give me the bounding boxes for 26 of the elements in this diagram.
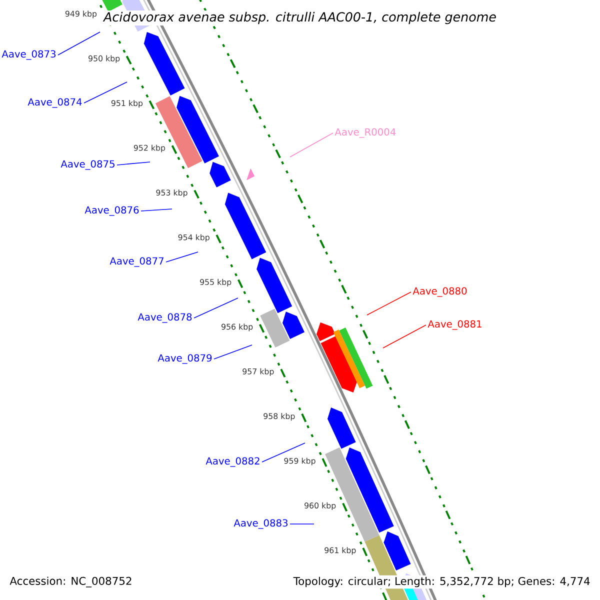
gene-label: Aave_0874 <box>28 98 82 108</box>
leader-line <box>382 324 426 348</box>
leader-line <box>194 298 238 318</box>
leader-line <box>262 442 306 462</box>
leader-line <box>290 132 334 158</box>
leader-line <box>58 32 100 56</box>
gene-label: Aave_0875 <box>60 160 114 170</box>
leader-line <box>214 344 252 360</box>
gene-label: Aave_0883 <box>234 519 288 529</box>
gene-label: Aave_R0004 <box>334 128 396 138</box>
leader-line <box>140 208 172 212</box>
gene-label: Aave_0878 <box>138 313 192 323</box>
gene-label: Aave_0882 <box>206 457 260 467</box>
title: Acidovorax avenae subsp. citrulli AAC00-1, complete genome <box>102 10 498 26</box>
accession-text: Accession: NC_008752 <box>10 576 132 588</box>
gene-label: Aave_0873 <box>2 50 56 60</box>
gene-label: Aave_0876 <box>84 206 139 216</box>
leader-line <box>166 252 198 262</box>
gene-label: Aave_0879 <box>158 354 212 364</box>
leader-line <box>116 162 150 166</box>
gene-label: Aave_0877 <box>110 257 164 267</box>
gene-label: Aave_0881 <box>428 320 482 330</box>
leader-line <box>366 292 412 316</box>
leader-line <box>84 82 128 104</box>
gene-label: Aave_0880 <box>412 287 467 297</box>
summary-text: Topology: circular; Length: 5,352,772 bp; Genes: 4,774 <box>292 575 592 589</box>
